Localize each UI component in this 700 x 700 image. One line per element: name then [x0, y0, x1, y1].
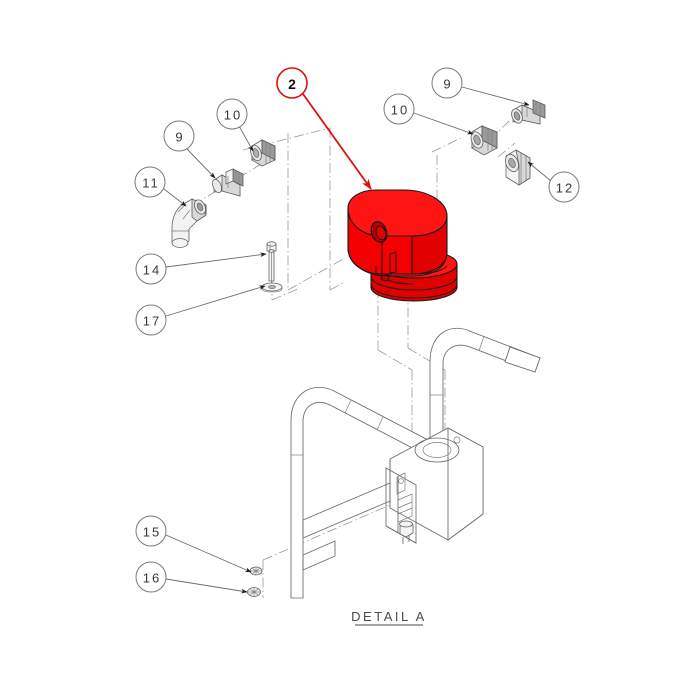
leader-callout-15	[165, 534, 252, 573]
leader-callout-16	[165, 578, 248, 594]
callout-15-circle[interactable]	[135, 515, 167, 547]
plug-fitting	[505, 149, 531, 186]
callout-10-right-number: 10	[391, 103, 409, 118]
fitting-adapter-left	[212, 168, 244, 197]
handle-tube-rear	[429, 327, 541, 442]
callout-14[interactable]: 14	[135, 253, 167, 285]
elbow-fitting	[171, 198, 207, 248]
leader-callout-12	[527, 161, 552, 182]
hydraulic-pump-body	[347, 189, 458, 302]
callout-9-left[interactable]: 9	[163, 120, 195, 152]
callout-10-left[interactable]: 10	[216, 98, 248, 130]
mount-bolt-upper	[249, 566, 263, 576]
callout-9-left-number: 9	[175, 130, 184, 145]
callout-12[interactable]: 12	[548, 171, 580, 203]
callout-17-number: 17	[143, 314, 161, 329]
detail-label-text: DETAIL A	[351, 609, 427, 624]
callout-9-right-number: 9	[443, 77, 452, 92]
leader-callout-17	[165, 285, 266, 317]
callout-11[interactable]: 11	[134, 166, 166, 198]
fitting-nut-right	[470, 125, 498, 156]
callout-16-number: 16	[143, 571, 161, 586]
callout-17-circle[interactable]	[135, 304, 167, 336]
leader-callout-10-right	[413, 112, 474, 135]
callout-14-number: 14	[143, 263, 161, 278]
callout-17[interactable]: 17	[135, 304, 167, 336]
callout-10-left-number: 10	[224, 108, 242, 123]
callout-12-circle[interactable]	[548, 171, 580, 203]
callout-15[interactable]: 15	[135, 515, 167, 547]
leader-callout-14	[165, 252, 267, 268]
hex-bolt	[266, 241, 277, 288]
callout-10-left-circle[interactable]	[216, 98, 248, 130]
callout-9-right[interactable]: 9	[431, 67, 463, 99]
callout-2-number: 2	[288, 76, 296, 92]
callout-9-left-circle[interactable]	[163, 120, 195, 152]
pump-mount-block	[385, 427, 484, 544]
callout-16-circle[interactable]	[135, 561, 167, 593]
leader-callout-9-right	[461, 86, 530, 106]
flat-washer	[261, 282, 283, 293]
callout-9-right-circle[interactable]	[431, 67, 463, 99]
callout-15-number: 15	[143, 525, 161, 540]
leader-callout-2	[302, 93, 372, 190]
callout-balloons: 2 10 9 11 9 10	[134, 67, 580, 593]
callout-10-right[interactable]: 10	[383, 93, 415, 125]
callout-16[interactable]: 16	[135, 561, 167, 593]
machine-frame-handle-assembly	[290, 327, 541, 599]
leader-callout-10-left	[238, 125, 254, 152]
callout-2[interactable]: 2	[276, 67, 308, 99]
callout-2-circle[interactable]	[276, 67, 308, 99]
callout-12-number: 12	[556, 181, 574, 196]
leader-callout-9-left	[185, 147, 216, 179]
callout-11-number: 11	[142, 176, 160, 191]
leader-lines	[163, 86, 552, 594]
callout-10-right-circle[interactable]	[383, 93, 415, 125]
callout-11-circle[interactable]	[134, 166, 166, 198]
callout-14-circle[interactable]	[135, 253, 167, 285]
mount-bolt-lower	[247, 587, 261, 597]
detail-a-label: DETAIL A	[351, 609, 427, 626]
fitting-adapter-right	[511, 99, 546, 125]
leader-callout-11	[163, 188, 187, 207]
